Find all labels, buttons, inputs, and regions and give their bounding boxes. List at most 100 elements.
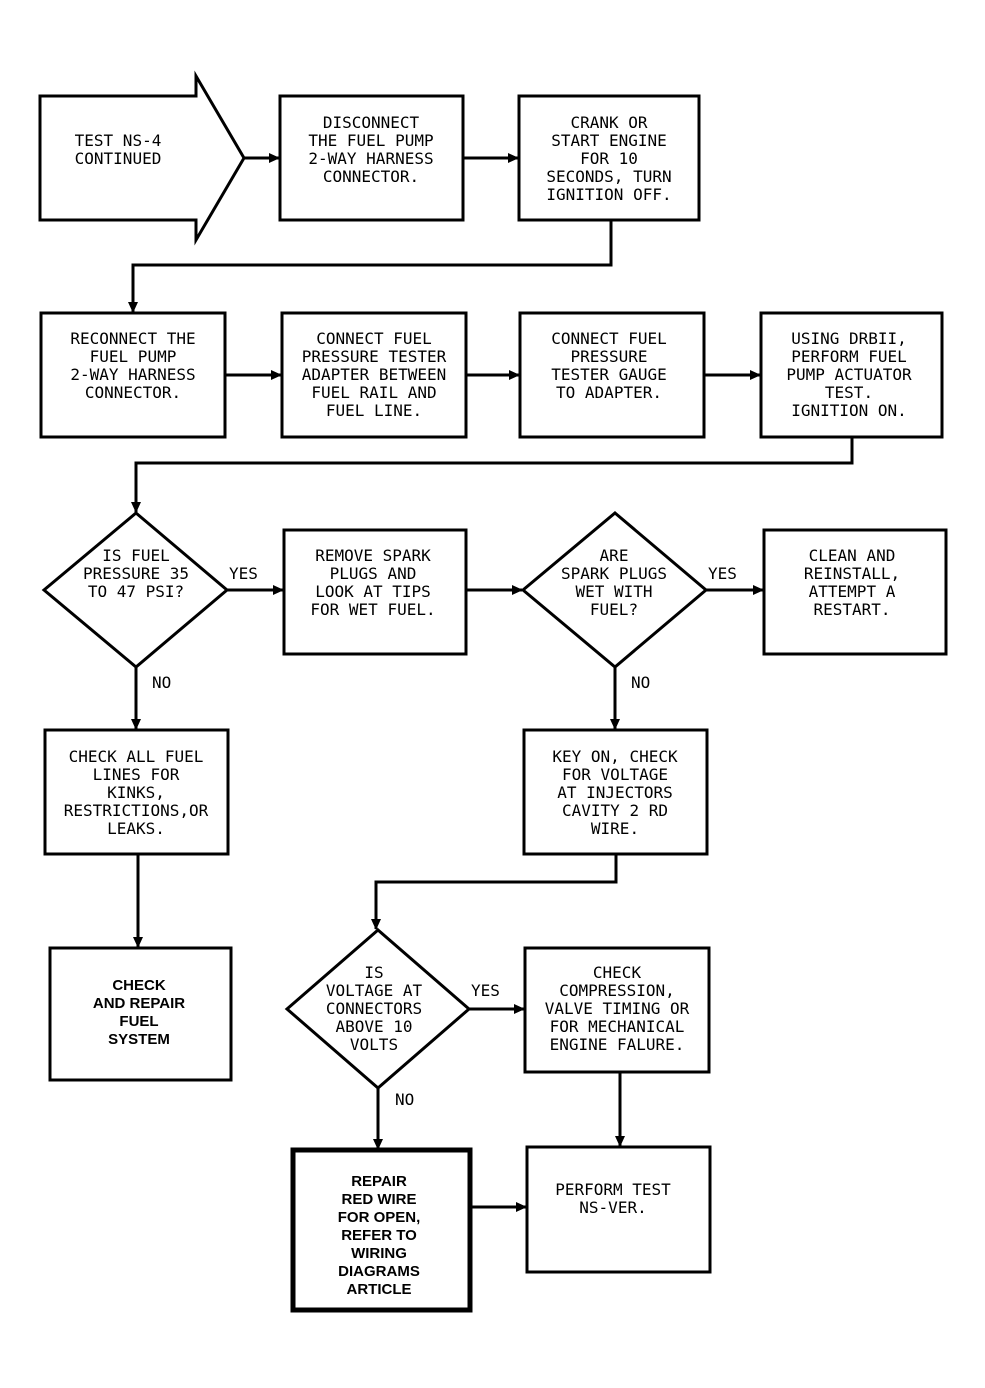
reconnect-box	[39, 311, 227, 439]
start-label-line: CONTINUED	[75, 149, 162, 168]
voltage-yes-label: YES	[471, 981, 500, 1000]
repair-fuel-label-line: SYSTEM	[108, 1031, 170, 1048]
disconnect-label-line: CONNECTOR.	[323, 167, 419, 186]
reconnect-label-line: RECONNECT THE	[70, 329, 195, 348]
start-label-line: TEST NS-4	[75, 131, 162, 150]
connect-adapter-label-line: FUEL LINE.	[326, 401, 422, 420]
clean-label-line: REINSTALL,	[804, 564, 900, 583]
plugs-wet-label-line: SPARK PLUGS	[561, 564, 667, 583]
crank-box	[517, 94, 701, 222]
connect-adapter-label-line: PRESSURE TESTER	[302, 347, 447, 366]
connect-adapter-box	[280, 311, 468, 439]
plugs-wet-label-line: WET WITH	[575, 582, 652, 601]
connector-keyon-voltage	[371, 854, 618, 930]
repair-red-label-line: RED WIRE	[342, 1191, 417, 1208]
remove-plugs-label-line: PLUGS AND	[330, 564, 417, 583]
connect-gauge-box	[518, 311, 706, 439]
connect-adapter-label-line: FUEL RAIL AND	[311, 383, 436, 402]
pressure-yes-label: YES	[229, 564, 258, 583]
reconnect-label-line: 2-WAY HARNESS	[70, 365, 195, 384]
repair-fuel-box	[48, 946, 233, 1082]
check-compression-label-line: CHECK	[593, 963, 642, 982]
connect-gauge-label-line: CONNECT FUEL	[551, 329, 667, 348]
repair-red-label-line: REPAIR	[351, 1173, 407, 1190]
is-voltage-label-line: ABOVE 10	[335, 1017, 412, 1036]
perform-test-box	[525, 1145, 712, 1274]
crank-label-line: SECONDS, TURN	[546, 167, 671, 186]
crank-label-line: CRANK OR	[570, 113, 647, 132]
check-lines-label-line: RESTRICTIONS,OR	[64, 801, 209, 820]
start-arrow-shape	[38, 70, 246, 246]
disconnect-label-line: THE FUEL PUMP	[308, 131, 433, 150]
perform-test-label-line: NS-VER.	[579, 1198, 646, 1217]
repair-fuel-label-line: AND REPAIR	[93, 995, 185, 1012]
key-on-label-line: FOR VOLTAGE	[562, 765, 668, 784]
plugs-wet-label-line: ARE	[600, 546, 629, 565]
check-lines-label-line: CHECK ALL FUEL	[69, 747, 204, 766]
plugs-yes-label: YES	[708, 564, 737, 583]
reconnect-label-line: CONNECTOR.	[85, 383, 181, 402]
is-pressure-label-line: TO 47 PSI?	[88, 582, 184, 601]
voltage-no-label: NO	[395, 1090, 414, 1109]
key-on-box	[522, 728, 709, 856]
check-lines-label-line: LEAKS.	[107, 819, 165, 838]
crank-label-line: START ENGINE	[551, 131, 667, 150]
crank-label-line: IGNITION OFF.	[546, 185, 671, 204]
drbii-label-line: PERFORM FUEL	[791, 347, 907, 366]
is-pressure-label-line: IS FUEL	[102, 546, 169, 565]
key-on-label-line: WIRE.	[591, 819, 639, 838]
drbii-label-line: USING DRBII,	[791, 329, 907, 348]
check-lines-box	[43, 728, 230, 856]
connect-adapter-label-line: CONNECT FUEL	[316, 329, 432, 348]
plugs-no-label: NO	[631, 673, 650, 692]
disconnect-label-line: DISCONNECT	[323, 113, 420, 132]
is-voltage-label-line: VOLTS	[350, 1035, 398, 1054]
remove-plugs-label-line: REMOVE SPARK	[315, 546, 431, 565]
clean-label-line: ATTEMPT A	[809, 582, 896, 601]
drbii-label-line: TEST.	[825, 383, 873, 402]
drbii-label-line: IGNITION ON.	[791, 401, 907, 420]
repair-red-label-line: ARTICLE	[347, 1281, 412, 1298]
clean-label-line: RESTART.	[813, 600, 890, 619]
pressure-no-label: NO	[152, 673, 171, 692]
is-voltage-label-line: IS	[364, 963, 383, 982]
remove-plugs-box	[282, 528, 468, 656]
repair-red-label-line: FOR OPEN,	[338, 1209, 421, 1226]
drbii-label-line: PUMP ACTUATOR	[786, 365, 912, 384]
connect-adapter-label-line: ADAPTER BETWEEN	[302, 365, 447, 384]
connector-drbii-pressure	[131, 437, 854, 513]
is-voltage-label-line: VOLTAGE AT	[326, 981, 423, 1000]
connect-gauge-label-line: TO ADAPTER.	[556, 383, 662, 402]
connect-gauge-label-line: TESTER GAUGE	[551, 365, 667, 384]
check-compression-label-line: FOR MECHANICAL	[550, 1017, 685, 1036]
connect-gauge-label-line: PRESSURE	[570, 347, 647, 366]
remove-plugs-label-line: LOOK AT TIPS	[315, 582, 431, 601]
check-lines-label-line: KINKS,	[107, 783, 165, 802]
check-compression-label-line: COMPRESSION,	[559, 981, 675, 1000]
key-on-label-line: KEY ON, CHECK	[552, 747, 678, 766]
remove-plugs-label-line: FOR WET FUEL.	[310, 600, 435, 619]
check-compression-box	[523, 946, 711, 1074]
is-voltage-label-line: CONNECTORS	[326, 999, 422, 1018]
plugs-wet-label-line: FUEL?	[590, 600, 638, 619]
key-on-label-line: AT INJECTORS	[557, 783, 673, 802]
crank-label-line: FOR 10	[580, 149, 638, 168]
repair-fuel-label-line: FUEL	[119, 1013, 158, 1030]
